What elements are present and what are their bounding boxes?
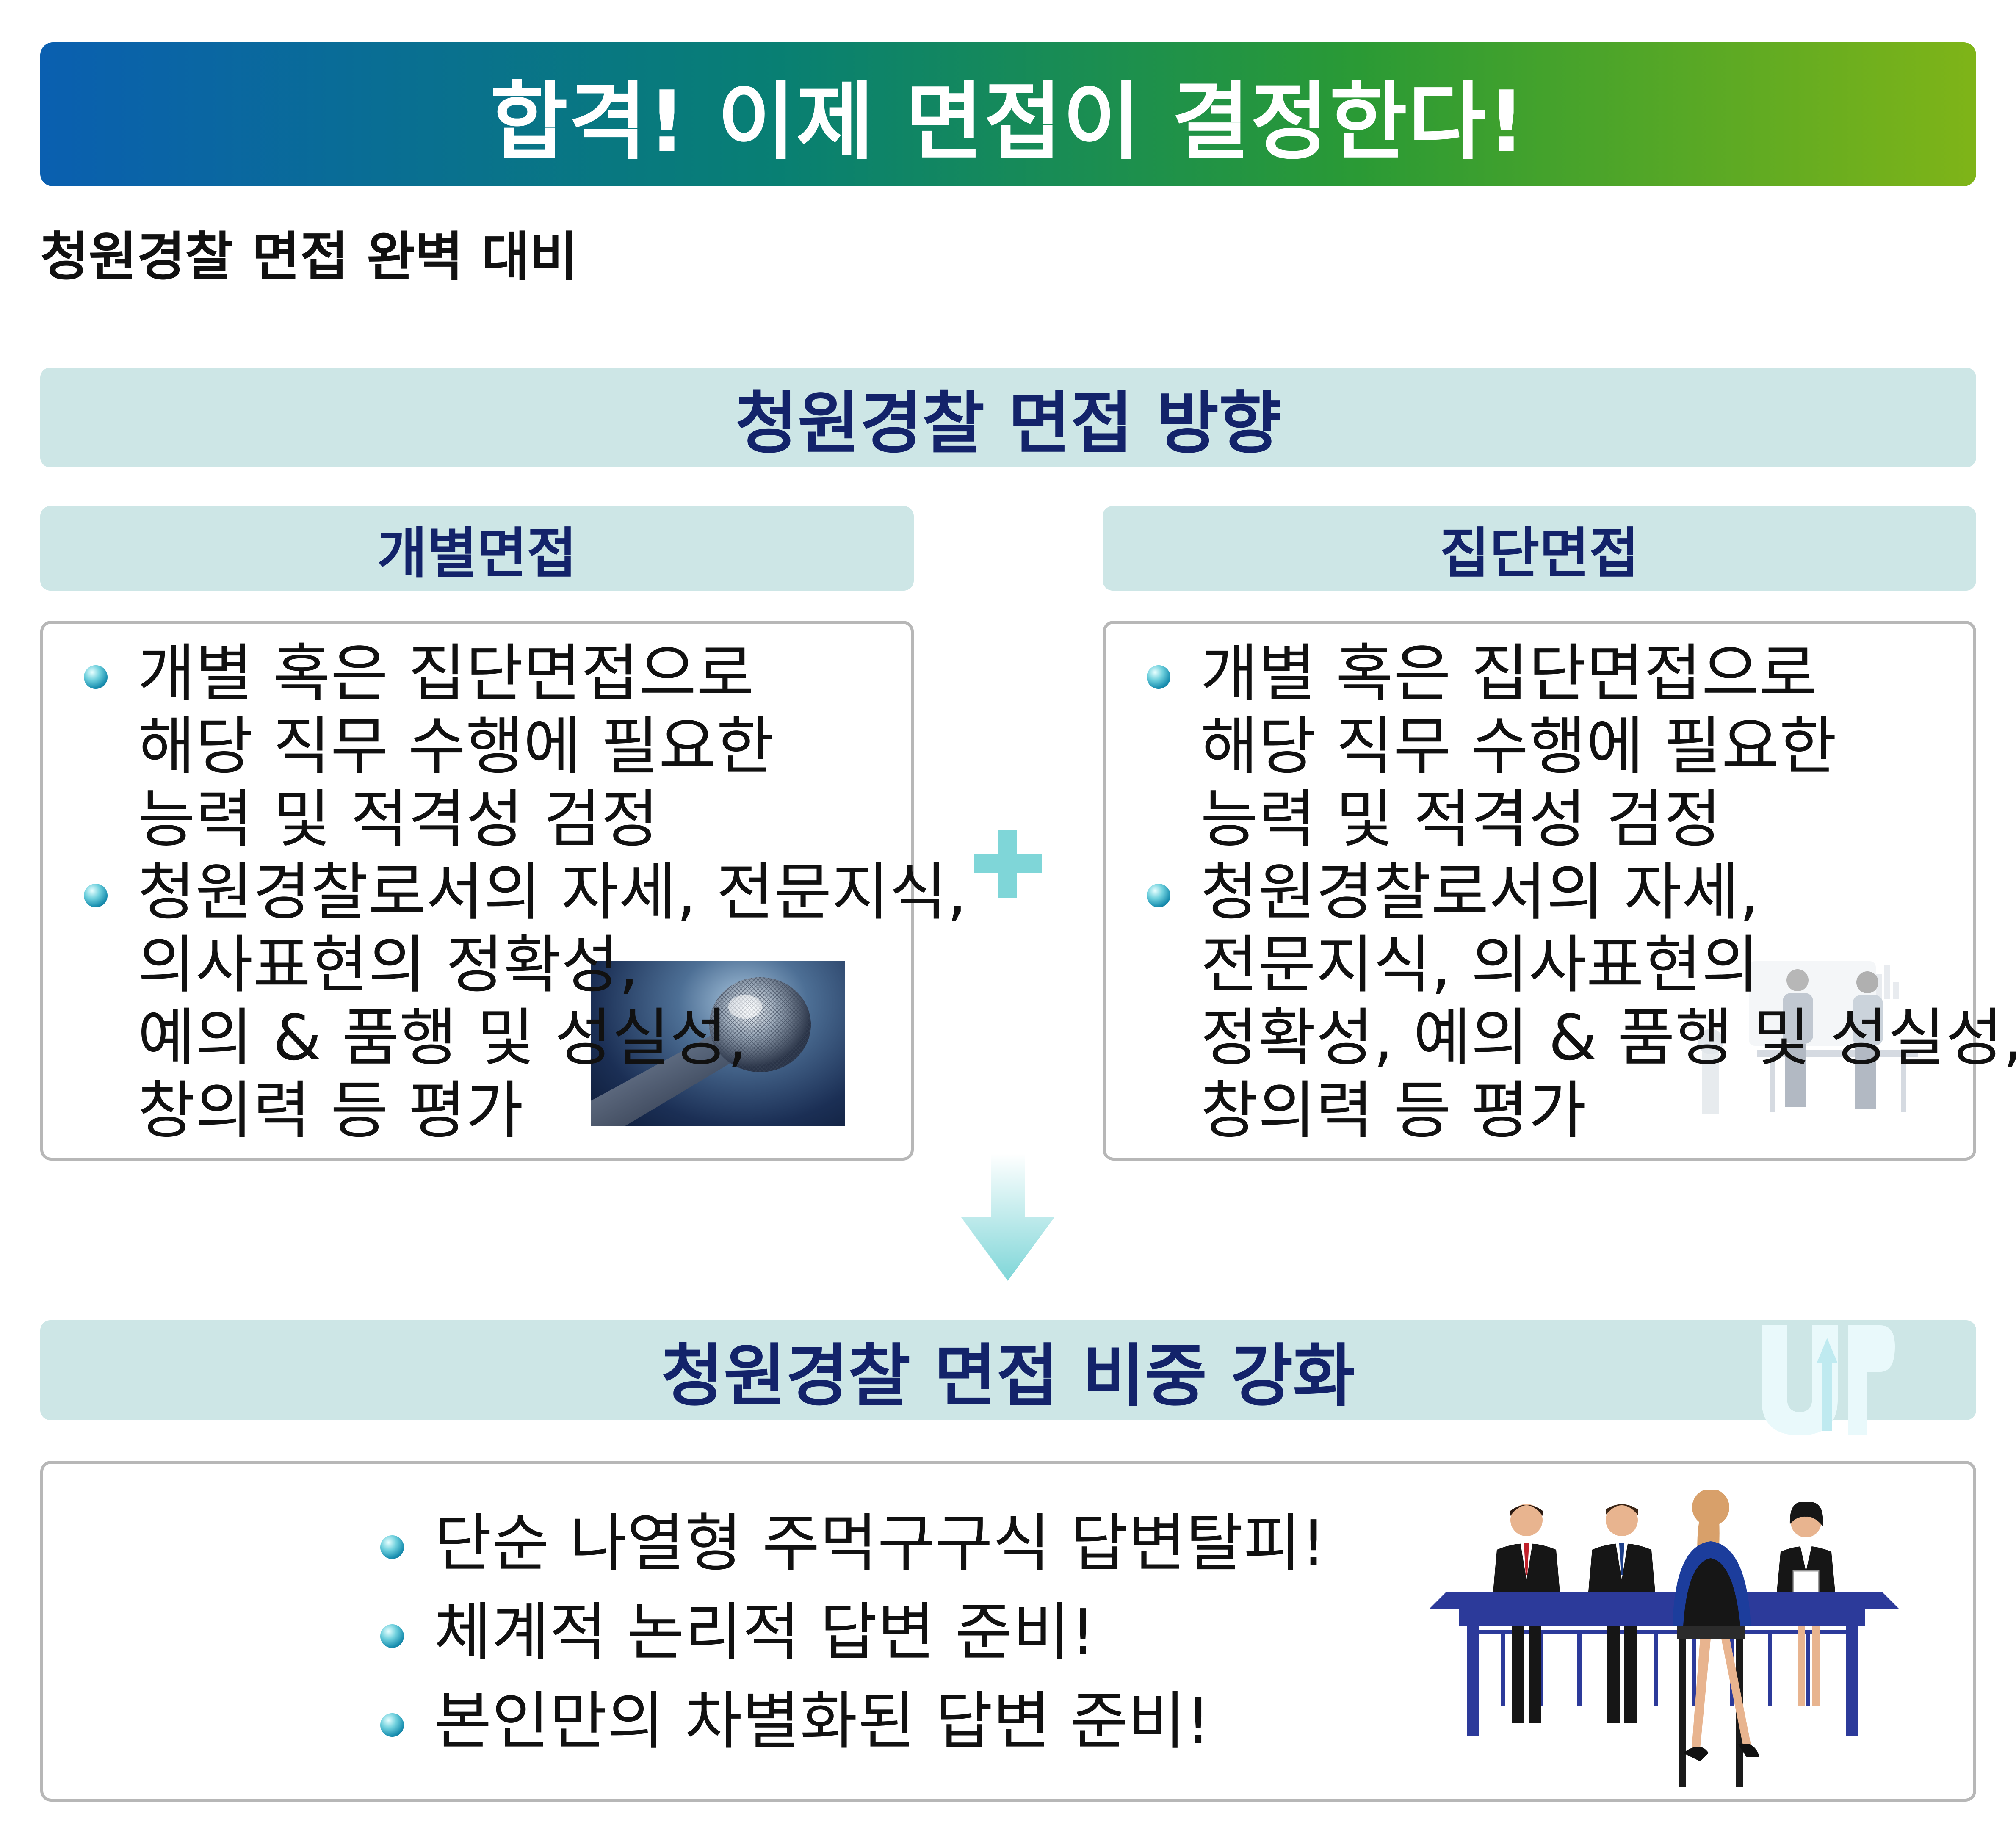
bullet-dot-icon [84,884,108,907]
bullet-dot-icon [1147,884,1170,907]
list-item: 개별 혹은 집단면접으로 해당 직무 수행에 필요한 능력 및 적격성 검정 [1126,637,2016,856]
weight-bullet-list: 단순 나열형 주먹구구식 답변탈피! 체계적 논리적 답변 준비! 본인만의 차… [360,1499,1326,1766]
bullet-line: 창의력 등 평가 [138,1074,524,1147]
individual-title: 개별면접 [377,522,577,585]
list-item: 단순 나열형 주먹구구식 답변탈피! [360,1499,1326,1588]
meeting-illustration [1698,961,1918,1114]
group-title: 집단면접 [1439,522,1640,585]
bullet-dot-icon [380,1535,404,1559]
group-box [1103,621,1976,1161]
list-item: 청원경찰로서의 자세, 전문지식, 의사표현의 정확성, 예의 & 품행 및 성… [1126,856,2016,1147]
bullet-line: 해당 직무 수행에 필요한 [1200,710,1837,783]
bullet-dot-icon [1147,665,1170,689]
bullet-text: 단순 나열형 주먹구구식 답변탈피! [434,1507,1326,1580]
microphone-photo [591,961,845,1126]
bullet-line: 개별 혹은 집단면접으로 [138,637,754,710]
group-bullet-list: 개별 혹은 집단면접으로 해당 직무 수행에 필요한 능력 및 적격성 검정 청… [1126,637,2016,1147]
bullet-dot-icon [84,665,108,689]
bullet-line: 능력 및 적격성 검정 [138,783,659,856]
bullet-line: 청원경찰로서의 자세, [1200,856,1759,929]
bullet-text: 본인만의 차별화된 답변 준비! [434,1685,1211,1758]
bullet-dot-icon [380,1713,404,1737]
bullet-text: 체계적 논리적 답변 준비! [434,1596,1096,1669]
individual-header: 개별면접 [40,506,914,591]
bullet-line: 예의 & 품행 및 성실성, [138,1001,747,1074]
bullet-line: 개별 혹은 집단면접으로 [1200,637,1817,710]
arrow-down-icon [961,1154,1054,1281]
group-header: 집단면접 [1103,506,1976,591]
subtitle: 청원경찰 면접 완벽 대비 [40,227,578,288]
bullet-line: 창의력 등 평가 [1200,1074,1587,1147]
direction-title: 청원경찰 면접 방향 [735,384,1281,463]
bullet-line: 해당 직무 수행에 필요한 [138,710,774,783]
list-item: 개별 혹은 집단면접으로 해당 직무 수행에 필요한 능력 및 적격성 검정 [64,637,967,856]
bullet-line: 전문지식, 의사표현의 [1200,929,1759,1001]
interview-panel-illustration [1429,1490,1899,1787]
top-banner: 합격! 이제 면접이 결정한다! [40,42,1976,186]
weight-title: 청원경찰 면접 비중 강화 [661,1336,1355,1415]
bullet-line: 능력 및 적격성 검정 [1200,783,1722,856]
direction-header: 청원경찰 면접 방향 [40,368,1976,467]
list-item: 본인만의 차별화된 답변 준비! [360,1677,1326,1766]
individual-bullet-list: 개별 혹은 집단면접으로 해당 직무 수행에 필요한 능력 및 적격성 검정 청… [64,637,967,1147]
bullet-line: 청원경찰로서의 자세, 전문지식, [138,856,967,929]
banner-title: 합격! 이제 면접이 결정한다! [490,73,1527,171]
weight-header: 청원경찰 면접 비중 강화 [40,1320,1976,1420]
bullet-line: 정확성, 예의 & 품행 및 성실성, [1200,1001,2016,1074]
list-item: 체계적 논리적 답변 준비! [360,1588,1326,1677]
bullet-line: 의사표현의 정확성, [138,929,639,1001]
list-item: 청원경찰로서의 자세, 전문지식, 의사표현의 정확성, 예의 & 품행 및 성… [64,856,967,1147]
plus-icon [974,830,1042,898]
bullet-dot-icon [380,1624,404,1648]
up-arrow-icon [1762,1325,1895,1435]
